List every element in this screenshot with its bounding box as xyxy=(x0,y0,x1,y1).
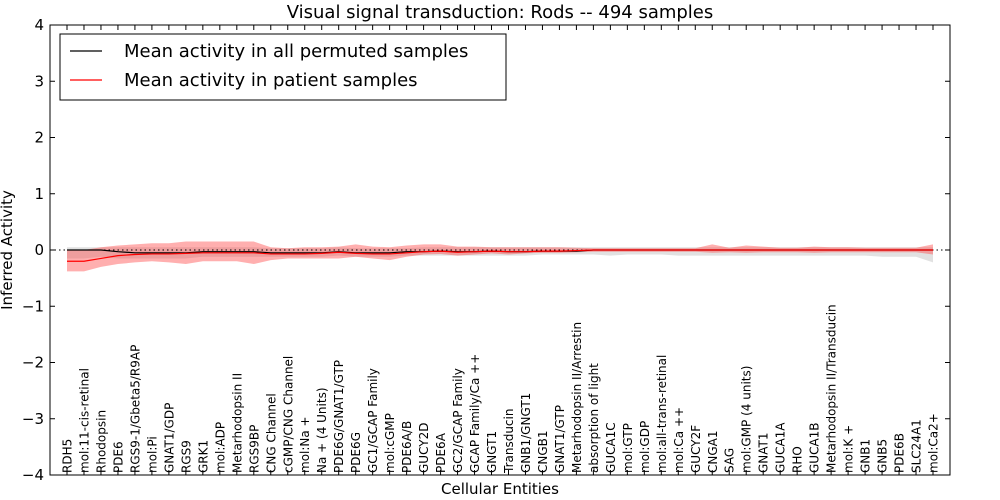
x-tick-label: PDE6B xyxy=(893,433,907,473)
x-tick-label: CNGA1 xyxy=(706,431,720,474)
x-tick-label: GNAT1 xyxy=(757,432,771,473)
x-tick-label: RGS9-1/Gbeta5/R9AP xyxy=(128,345,142,473)
x-tick-label: mol:Na + xyxy=(298,416,312,473)
y-tick-label: −4 xyxy=(22,466,44,484)
x-tick-label: CNG Channel xyxy=(264,393,278,473)
legend-label-0: Mean activity in all permuted samples xyxy=(124,41,468,62)
x-tick-label: PDE6G xyxy=(349,432,363,473)
series-line-1 xyxy=(67,249,933,262)
x-tick-label: PDE6G/GNAT1/GTP xyxy=(332,360,346,473)
x-tick-label: RHO xyxy=(791,446,805,473)
y-tick-label: −2 xyxy=(22,354,44,372)
y-tick-label: 4 xyxy=(34,16,44,34)
x-tick-label: mol:GDP xyxy=(638,421,652,473)
x-tick-label: GUCY2F xyxy=(689,425,703,473)
x-tick-label: mol:GTP xyxy=(621,423,635,473)
x-tick-label: Metarhodopsin II xyxy=(230,373,244,473)
x-tick-label: GNAT1/GTP xyxy=(553,405,567,473)
x-tick-label: mol:Ca ++ xyxy=(672,407,686,473)
x-tick-label: absorption of light xyxy=(587,363,601,473)
x-tick-label: Metarhodopsin II/Transducin xyxy=(825,304,839,473)
y-tick-label: −1 xyxy=(22,297,44,315)
y-tick-label: 2 xyxy=(34,129,44,147)
x-tick-label: PDE6A xyxy=(434,432,448,473)
x-tick-label: mol:Pi xyxy=(145,436,159,473)
x-tick-label: mol:Ca2+ xyxy=(927,413,941,473)
x-tick-label: RGS9BP xyxy=(247,425,261,473)
x-tick-label: mol:cGMP xyxy=(383,413,397,473)
y-tick-label: 1 xyxy=(34,185,44,203)
x-axis-label: Cellular Entities xyxy=(441,480,559,498)
y-tick-label: −3 xyxy=(22,410,44,428)
y-axis-label: Inferred Activity xyxy=(0,190,16,310)
x-tick-label: GC2/GCAP Family xyxy=(451,368,465,473)
x-tick-label: mol:GMP (4 units) xyxy=(740,366,754,473)
x-tick-label: GRK1 xyxy=(196,440,210,473)
x-tick-label: GUCY2D xyxy=(417,423,431,473)
x-tick-label: Transducin xyxy=(502,409,516,474)
x-tick-label: GCAP Family/Ca ++ xyxy=(468,354,482,473)
x-tick-label: GNGT1 xyxy=(485,431,499,473)
x-tick-label: SLC24A1 xyxy=(910,419,924,473)
legend: Mean activity in all permuted samplesMea… xyxy=(59,33,507,101)
x-tick-label: RDH5 xyxy=(61,439,75,473)
x-tick-label: Metarhodopsin II/Arrestin xyxy=(570,322,584,473)
series-band-1 xyxy=(67,241,933,272)
x-tick-label: GUCA1B xyxy=(808,422,822,473)
x-tick-label: PDE6A/B xyxy=(400,421,414,473)
x-tick-label: RGS9 xyxy=(179,440,193,473)
x-tick-label: mol:ADP xyxy=(213,422,227,473)
x-tick-label: GNB5 xyxy=(876,439,890,473)
x-tick-label: Rhodopsin xyxy=(94,410,108,473)
series-band-0 xyxy=(67,247,933,263)
x-tick-label: PDE6 xyxy=(111,441,125,473)
legend-label-1: Mean activity in patient samples xyxy=(124,70,418,91)
y-tick-label: 3 xyxy=(34,72,44,90)
x-tick-label: GUCA1A xyxy=(774,422,788,473)
y-tick-label: 0 xyxy=(34,241,44,259)
x-tick-label: GNAT1/GDP xyxy=(162,403,176,473)
x-tick-label: SAG xyxy=(723,448,737,473)
x-tick-label: mol:all-trans-retinal xyxy=(655,355,669,473)
x-tick-label: Na + (4 Units) xyxy=(315,387,329,473)
x-tick-label: CNGB1 xyxy=(536,430,550,473)
x-tick-label: mol:K + xyxy=(842,425,856,473)
x-tick-label: GNB1 xyxy=(859,439,873,473)
x-tick-label: GUCA1C xyxy=(604,422,618,473)
x-tick-label: GNB1/GNGT1 xyxy=(519,393,533,473)
x-tick-label: cGMP/CNG Channel xyxy=(281,356,295,473)
legend-box xyxy=(59,33,507,101)
chart-title: Visual signal transduction: Rods -- 494 … xyxy=(287,2,714,23)
x-tick-label: mol:11-cis-retinal xyxy=(77,368,91,473)
x-tick-label: GC1/GCAP Family xyxy=(366,368,380,473)
